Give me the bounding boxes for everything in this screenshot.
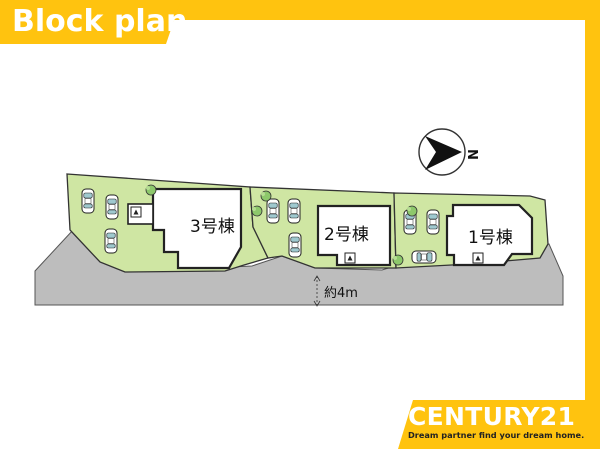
building-3-entry-icon [130,206,142,218]
title-tab-shape [0,0,181,44]
building-2-label: 2号棟 [324,225,369,245]
brand-name: CENTURY21 [408,402,576,431]
tree-icon [406,205,418,217]
car-icon [426,209,440,235]
tree-icon [251,205,263,217]
car-icon [411,250,437,264]
building-1-label: 1号棟 [468,228,513,248]
car-icon [105,194,119,220]
compass: N [418,128,479,176]
building-3 [151,187,243,270]
brand-tab-shape [398,400,600,449]
tree-icon [145,184,157,196]
building-1 [445,203,534,267]
brand-logo: CENTURY21 Dream partner find your dream … [408,402,586,441]
tree-icon [392,254,404,266]
road-width-dimension: 約4m [313,275,358,307]
car-icon [266,198,280,224]
road-width-label: 約4m [324,286,358,301]
page-title: Block plan [12,4,188,39]
building-3-label: 3号棟 [190,217,235,237]
car-icon [81,188,95,214]
building-1-entry-icon [472,252,484,264]
building-2 [316,204,392,267]
brand-tagline: Dream partner find your dream home. [408,430,585,440]
car-icon [104,228,118,254]
compass-label: N [464,149,479,160]
car-icon [288,232,302,258]
building-2-entry-icon [344,252,356,264]
tree-icon [260,190,272,202]
north-arrow-icon [425,136,462,170]
car-icon [287,198,301,224]
